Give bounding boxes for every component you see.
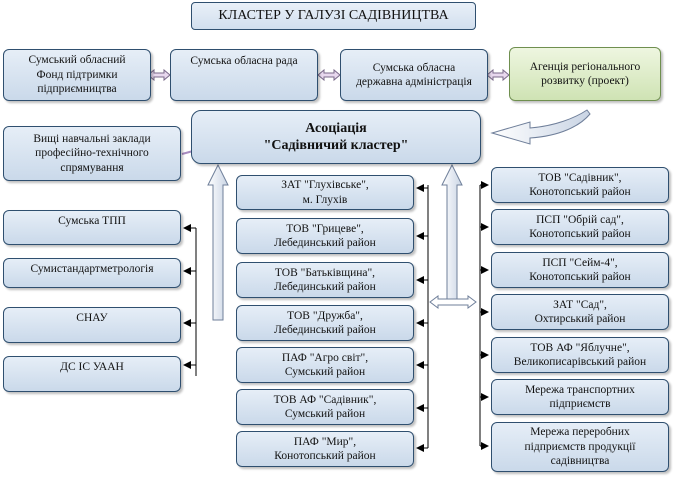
page-title-text: КЛАСТЕР У ГАЛУЗІ САДІВНИЦТВА (218, 8, 449, 23)
right-item-7-line1: Мережа переробних (530, 426, 630, 439)
right-item-3-line2: Конотопський район (529, 271, 631, 283)
right-item-2-line2: Конотопський район (529, 228, 631, 240)
right-item-6-line2: підприємств (549, 398, 611, 410)
center-item-7: ПАФ "Мир", Конотопський район (236, 431, 414, 467)
right-item-5-line1: ТОВ АФ "Яблучне", (530, 341, 630, 354)
double-arrow-1 (147, 68, 171, 82)
top-box-agency-line2: розвитку (проект) (541, 75, 629, 87)
left-item-dsis-label: ДС ІС УААН (60, 361, 124, 373)
center-item-7-line1: ПАФ "Мир", (293, 435, 357, 448)
right-item-5-line2: Великописарівський район (513, 356, 647, 368)
right-item-1-line2: Конотопський район (529, 186, 631, 198)
top-box-council: Сумська обласна рада (170, 49, 318, 101)
center-item-3: ТОВ "Батьківщина", Лебединський район (236, 262, 414, 298)
right-item-2-line1: ПСП "Обрій сад", (536, 213, 624, 226)
right-item-3-line1: ПСП "Сейм-4", (542, 256, 618, 269)
center-item-7-line2: Конотопський район (274, 450, 376, 462)
right-item-7-line2: підприємств продукції (524, 440, 636, 453)
top-box-fund: Сумський обласний Фонд підтримки підприє… (3, 49, 151, 101)
education-line2: професійно-технічного (35, 147, 149, 160)
education-line1: Вищі навчальні заклади (33, 132, 151, 145)
center-item-4-line2: Лебединський район (274, 324, 376, 336)
education-box: Вищі навчальні заклади професійно-техніч… (3, 126, 181, 181)
center-item-2-line1: ТОВ "Грицеве", (286, 222, 364, 235)
center-item-1-line2: м. Глухів (302, 193, 348, 206)
left-item-dsis: ДС ІС УААН (3, 356, 181, 392)
top-box-fund-line1: Сумський обласний (28, 54, 126, 67)
center-item-6: ТОВ АФ "Садівник", Сумський район (236, 389, 414, 425)
association-line1: Асоціація (305, 120, 367, 136)
center-item-4: ТОВ "Дружба", Лебединський район (236, 305, 414, 341)
right-item-5: ТОВ АФ "Яблучне", Великописарівський рай… (491, 337, 669, 373)
association-line2: "Садівничий кластер" (263, 138, 409, 153)
left-item-metrology: Сумистандартметрологія (3, 258, 181, 288)
center-item-1: ЗАТ "Глухівське", м. Глухів (236, 175, 414, 210)
left-item-metrology-label: Сумистандартметрологія (30, 263, 154, 275)
center-item-3-line1: ТОВ "Батьківщина", (274, 266, 376, 279)
education-line3: спрямування (60, 161, 124, 174)
top-box-agency-line1: Агенція регіонального (529, 60, 641, 73)
agency-arrow (490, 109, 591, 145)
center-item-2-line2: Лебединський район (274, 237, 376, 249)
top-box-fund-line2: Фонд підтримки (36, 68, 118, 81)
left-item-snau: СНАУ (3, 307, 181, 343)
right-item-6: Мережа транспортних підприємств (491, 379, 669, 415)
center-item-3-line2: Лебединський район (274, 281, 376, 293)
center-item-5-line1: ПАФ "Агро світ", (281, 351, 369, 364)
center-item-2: ТОВ "Грицеве", Лебединський район (236, 218, 414, 254)
right-item-1: ТОВ "Садівник", Конотопський район (491, 167, 669, 203)
right-item-4-line1: ЗАТ "Сад", (553, 298, 607, 311)
association-box: Асоціація "Садівничий кластер" (191, 110, 481, 164)
right-item-4-line2: Охтирський район (534, 313, 626, 325)
left-item-snau-label: СНАУ (76, 312, 108, 324)
right-item-7-line3: садівництва (550, 455, 610, 468)
left-vertical-arrow (207, 163, 229, 321)
right-item-1-line1: ТОВ "Садівник", (538, 171, 622, 184)
center-item-4-line1: ТОВ "Дружба", (287, 309, 363, 322)
right-vertical-arrow (441, 163, 463, 301)
right-item-3: ПСП "Сейм-4", Конотопський район (491, 252, 669, 288)
top-row-double-arrows (147, 68, 510, 82)
center-item-1-line1: ЗАТ "Глухівське", (281, 179, 369, 192)
center-item-6-line1: ТОВ АФ "Садівник", (273, 393, 377, 406)
left-item-tpp-label: Сумська ТПП (58, 215, 126, 227)
center-item-5-line2: Сумський район (284, 366, 366, 378)
top-box-fund-line3: підприємництва (37, 83, 117, 96)
left-item-tpp: Сумська ТПП (3, 210, 181, 245)
top-box-council-line1: Сумська обласна рада (190, 55, 298, 67)
double-arrow-2 (317, 68, 341, 82)
right-item-2: ПСП "Обрій сад", Конотопський район (491, 209, 669, 245)
center-item-5: ПАФ "Агро світ", Сумський район (236, 347, 414, 383)
center-item-6-line2: Сумський район (284, 408, 366, 420)
right-item-7: Мережа переробних підприємств продукції … (491, 422, 669, 472)
top-box-administration: Сумська обласна державна адміністрація (340, 49, 488, 101)
top-box-administration-line1: Сумська обласна (372, 61, 456, 74)
right-item-6-line1: Мережа транспортних (525, 383, 635, 396)
page-title: КЛАСТЕР У ГАЛУЗІ САДІВНИЦТВА (191, 2, 476, 30)
top-box-agency: Агенція регіонального розвитку (проект) (509, 47, 661, 101)
right-junction-arrow (429, 295, 477, 309)
top-box-administration-line2: державна адміністрація (356, 76, 472, 88)
double-arrow-3 (486, 68, 510, 82)
right-item-4: ЗАТ "Сад", Охтирський район (491, 294, 669, 330)
